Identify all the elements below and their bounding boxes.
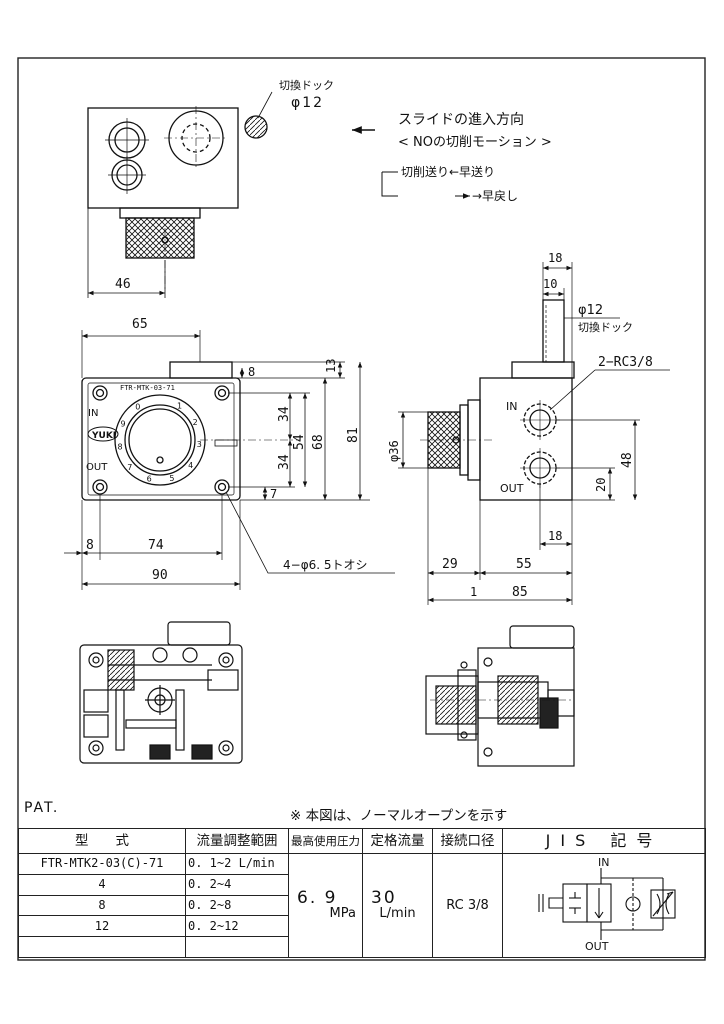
dial-number: 5 bbox=[169, 474, 174, 483]
dim-48: 48 bbox=[620, 452, 635, 468]
dim-8-left: 8 bbox=[86, 538, 94, 553]
header-flow-range: 流量調整範囲 bbox=[185, 828, 289, 854]
range-cell: 0. 1~2 L/min bbox=[185, 853, 289, 875]
dim-90: 90 bbox=[152, 568, 168, 583]
spec-table: 型 式 流量調整範囲 最高使用圧力 定格流量 接続口径 JIS 記号 FTR-M… bbox=[18, 828, 706, 958]
dim-68: 68 bbox=[311, 434, 326, 450]
port-size-cell: RC 3/8 bbox=[432, 853, 503, 958]
model-cell: FTR-MTK2-03(C)-71 bbox=[18, 853, 186, 875]
flow-unit: L/min bbox=[379, 905, 416, 921]
table-row: 12 0. 2~12 bbox=[18, 915, 706, 938]
dial-number: 4 bbox=[188, 461, 193, 470]
dial-number: 7 bbox=[127, 463, 132, 472]
dim-18-bottom: 18 bbox=[548, 529, 562, 543]
dial-number: 3 bbox=[197, 440, 202, 449]
dim-46: 46 bbox=[115, 277, 131, 292]
port-note: 2−RC3/8 bbox=[598, 355, 653, 370]
jis-in-label: IN bbox=[598, 856, 609, 869]
flow-value: 30 bbox=[371, 887, 397, 908]
dim-8-top: 8 bbox=[248, 365, 255, 379]
jis-symbol-cell: IN OUT bbox=[502, 853, 706, 958]
dim-29: 29 bbox=[442, 557, 458, 572]
pressure-cell: 6. 9 MPa bbox=[288, 853, 363, 958]
range-cell: 0. 2~12 bbox=[185, 915, 289, 938]
top-view bbox=[87, 91, 470, 298]
header-port-size: 接続口径 bbox=[432, 828, 503, 854]
side-view bbox=[398, 262, 670, 605]
side-port-out: OUT bbox=[500, 482, 524, 495]
model-cell: 8 bbox=[18, 894, 186, 917]
dim-7: 7 bbox=[270, 487, 277, 501]
range-cell-empty bbox=[185, 936, 289, 958]
front-port-in: IN bbox=[88, 408, 98, 419]
model-cell-empty bbox=[18, 936, 186, 958]
model-cell: 12 bbox=[18, 915, 186, 938]
header-rated-flow: 定格流量 bbox=[362, 828, 433, 854]
dial-scale: 1 2 3 4 5 6 7 8 90 bbox=[118, 401, 202, 483]
dim-81: 81 bbox=[346, 427, 361, 443]
dial-number: 6 bbox=[147, 475, 152, 484]
dim-74: 74 bbox=[148, 538, 164, 553]
header-model: 型 式 bbox=[18, 828, 186, 854]
dim-1: 1 bbox=[470, 585, 477, 599]
section-view-side bbox=[425, 625, 575, 767]
dim-13: 13 bbox=[324, 359, 338, 373]
dim-85: 85 bbox=[512, 585, 528, 600]
remark: ※ 本図は、ノーマルオープンを示す bbox=[290, 808, 507, 824]
dial-number: 8 bbox=[118, 442, 123, 451]
dim-55: 55 bbox=[516, 557, 532, 572]
front-view bbox=[64, 330, 395, 590]
slide-mode: < NOの切削モーション > bbox=[398, 135, 552, 150]
jis-out-label: OUT bbox=[585, 940, 609, 952]
flow-cell: 30 L/min bbox=[362, 853, 433, 958]
sequence-line-1: 切削送り←早送り bbox=[401, 164, 495, 179]
dial-number: 1 bbox=[177, 401, 182, 410]
slide-direction-title: スライドの進入方向 bbox=[398, 112, 524, 128]
dim-54: 54 bbox=[292, 434, 307, 450]
side-port-in: IN bbox=[506, 400, 517, 413]
dial-number: 9 bbox=[121, 420, 126, 429]
table-row: FTR-MTK2-03(C)-71 0. 1~2 L/min 6. 9 MPa … bbox=[18, 853, 706, 958]
dial-number: 0 bbox=[135, 403, 140, 412]
header-max-pressure: 最高使用圧力 bbox=[288, 828, 363, 854]
section-view-front bbox=[79, 621, 243, 764]
brand-badge bbox=[87, 426, 119, 442]
top-dog-label: 切換ドック bbox=[279, 79, 334, 92]
side-dog-diameter: φ12 bbox=[578, 303, 603, 318]
dim-34-b: 34 bbox=[277, 454, 292, 470]
jis-symbol: IN OUT bbox=[538, 856, 676, 953]
top-dog-diameter: φ12 bbox=[291, 95, 324, 111]
nameplate: FTR-MTK-03-71 bbox=[120, 384, 175, 392]
table-row: 4 0. 2~4 bbox=[18, 873, 706, 896]
sequence-line-2: →早戻し bbox=[472, 189, 518, 203]
pat-label: PAT. bbox=[24, 800, 59, 816]
dim-20: 20 bbox=[594, 478, 608, 492]
pressure-unit: MPa bbox=[329, 905, 356, 921]
dim-18-top: 18 bbox=[548, 251, 562, 265]
front-port-out: OUT bbox=[86, 462, 108, 473]
drawing-frame bbox=[17, 57, 706, 961]
range-cell: 0. 2~4 bbox=[185, 873, 289, 896]
dim-34-a: 34 bbox=[277, 406, 292, 422]
brand-label: YUKI bbox=[91, 431, 116, 441]
dim-36: φ36 bbox=[387, 440, 401, 462]
side-dog-label: 切換ドック bbox=[578, 321, 633, 334]
range-cell: 0. 2~8 bbox=[185, 894, 289, 917]
hole-note: 4−φ6. 5トオシ bbox=[283, 558, 368, 572]
spec-header-row: 型 式 流量調整範囲 最高使用圧力 定格流量 接続口径 JIS 記号 bbox=[18, 828, 706, 854]
model-cell: 4 bbox=[18, 873, 186, 896]
pressure-value: 6. 9 bbox=[297, 887, 338, 908]
table-row-empty bbox=[18, 936, 706, 958]
dim-65: 65 bbox=[132, 317, 148, 332]
header-jis-symbol: JIS 記号 bbox=[502, 828, 706, 854]
dial-number: 2 bbox=[193, 418, 198, 427]
dim-10: 10 bbox=[543, 277, 557, 291]
